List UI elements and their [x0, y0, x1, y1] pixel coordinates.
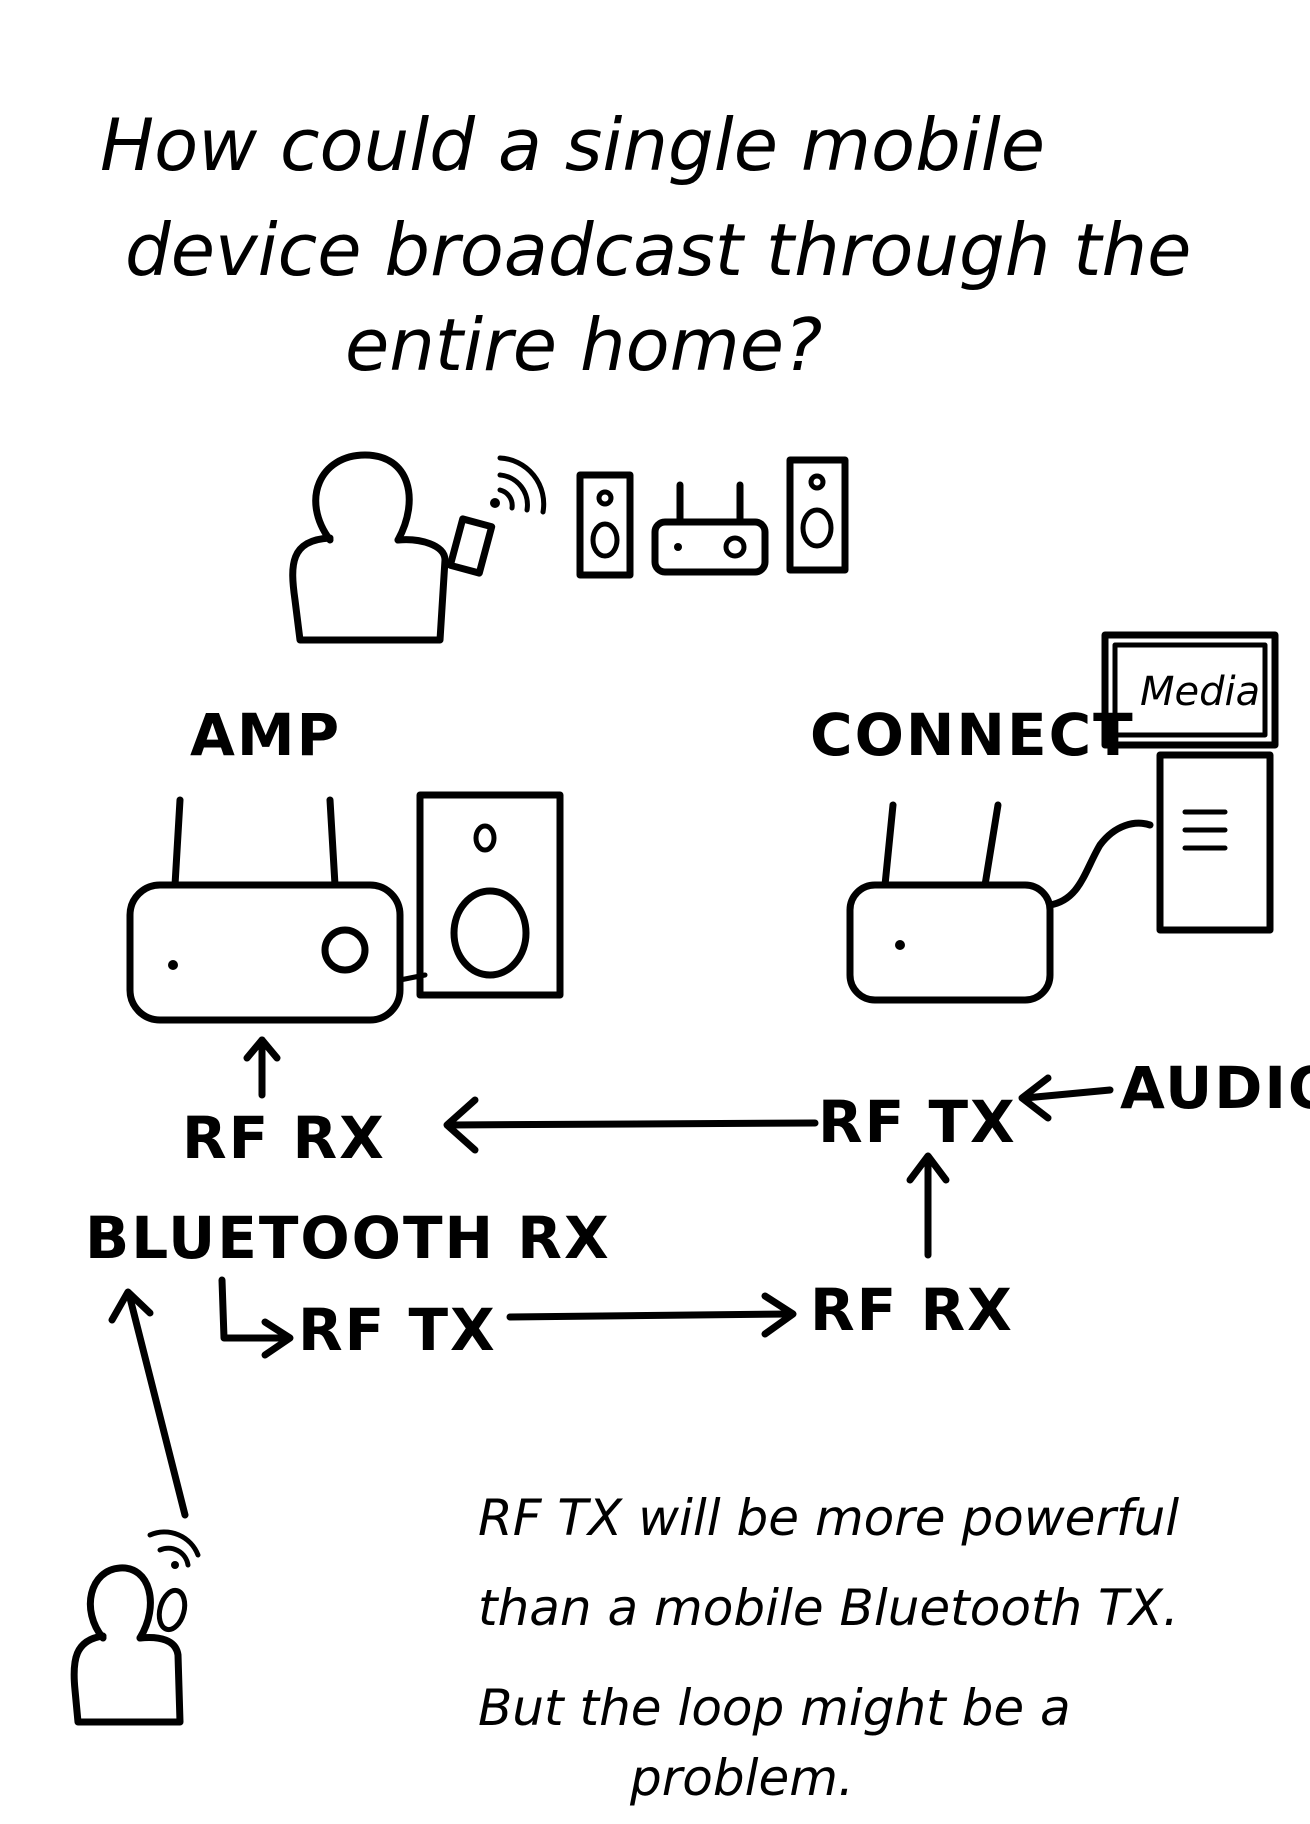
connect-router-icon — [846, 801, 1154, 1004]
arrow-rfrx-to-rftx-icon — [906, 1152, 950, 1259]
rf-tx-bottom-label: RF TX — [298, 1296, 497, 1364]
amp-device-icon — [126, 796, 428, 1024]
arrow-rfrx-to-amp-icon — [243, 1036, 281, 1099]
title-line-1: How could a single mobile — [100, 103, 1045, 187]
amp-speaker-icon — [416, 791, 564, 999]
small-speaker-system-icon — [576, 456, 849, 579]
audio-label: AUDIO — [1120, 1054, 1310, 1122]
question-title: How could a single mobile device broadca… — [100, 103, 1191, 387]
person-with-phone-icon — [289, 451, 547, 644]
bottom-person-with-phone-icon — [70, 1529, 201, 1726]
note-line-1: RF TX will be more powerful — [478, 1489, 1179, 1547]
note-text: RF TX will be more powerful than a mobil… — [478, 1489, 1179, 1807]
arrow-rftx-to-rfrx-icon — [443, 1096, 819, 1154]
rf-rx-bottom-label: RF RX — [810, 1276, 1014, 1344]
note-line-3: But the loop might be a — [478, 1679, 1071, 1737]
title-line-2: device broadcast through the — [125, 208, 1191, 292]
arrow-phone-to-bluetooth-icon — [108, 1288, 189, 1519]
arrow-rftx-to-rfrx-bottom-icon — [506, 1292, 797, 1338]
note-line-2: than a mobile Bluetooth TX. — [478, 1579, 1179, 1637]
title-line-3: entire home? — [345, 303, 822, 387]
arrow-audio-to-rftx-icon — [1018, 1074, 1114, 1122]
arrow-bluetooth-to-rftx-icon — [218, 1276, 294, 1359]
media-computer-icon: Media — [1101, 631, 1279, 934]
bluetooth-rx-label: BLUETOOTH RX — [85, 1204, 611, 1272]
note-line-4: problem. — [629, 1749, 854, 1807]
media-screen-label: Media — [1140, 669, 1260, 715]
connect-label: CONNECT — [810, 701, 1135, 769]
rf-tx-top-label: RF TX — [818, 1088, 1017, 1156]
rf-rx-top-label: RF RX — [182, 1104, 386, 1172]
amp-label: AMP — [190, 701, 341, 769]
